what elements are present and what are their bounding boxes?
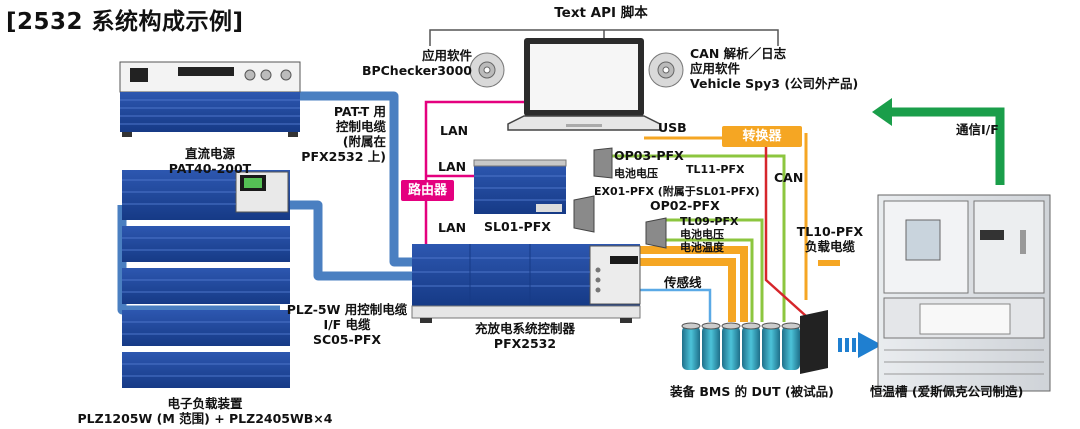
green-cables — [608, 154, 786, 322]
ex01-label: EX01-PFX (附属于SL01-PFX) — [594, 185, 760, 198]
cd-icon-right — [648, 52, 684, 88]
electronic-load-stack — [122, 170, 290, 388]
dut-battery-pack — [681, 310, 828, 374]
converter-badge: 转换器 — [722, 126, 802, 147]
text-api-bracket — [429, 29, 779, 46]
thermal-chamber — [877, 194, 1051, 392]
cd-icon-left — [469, 52, 505, 88]
load-cables — [640, 246, 748, 322]
comm-if-label: 通信I/F — [956, 122, 999, 137]
tl10-label: TL10-PFX 负载电缆 — [796, 224, 864, 254]
sense-label: 传感线 — [664, 275, 702, 290]
dc-power-supply — [119, 61, 301, 137]
software-left-label: 应用软件 BPChecker3000 — [361, 48, 472, 78]
sense-cable — [640, 288, 712, 322]
lan-label-3: LAN — [438, 220, 467, 235]
dut-label: 装备 BMS 的 DUT (被试品) — [670, 384, 834, 399]
op03-module — [593, 147, 613, 179]
plz-cable-label: PLZ-5W 用控制电缆 I/F 电缆 SC05-PFX — [286, 302, 408, 347]
electronic-load-label: 电子负载装置 PLZ1205W (M 范围) + PLZ2405WB×4 — [77, 396, 333, 426]
battery-voltage-1-label: 电池电压 — [614, 167, 658, 180]
pfx2532-controller — [411, 244, 641, 323]
pat-cable-label: PAT-T 用 控制电缆 (附属在 PFX2532 上) — [301, 104, 386, 164]
sl01-label: SL01-PFX — [484, 219, 551, 234]
chamber-label: 恒温槽 (爱斯佩克公司制造) — [870, 384, 1024, 399]
op03-label: OP03-PFX — [614, 148, 684, 163]
can-label: CAN — [774, 170, 804, 185]
orange-cables — [644, 133, 808, 300]
usb-label: USB — [658, 120, 687, 135]
tl10-line-sample — [818, 260, 840, 266]
op02-module — [645, 217, 667, 249]
ex01-module — [573, 195, 595, 233]
page-title: [2532 系统构成示例] — [6, 9, 244, 35]
controller-label: 充放电系统控制器 PFX2532 — [474, 321, 575, 351]
lan-label-1: LAN — [440, 123, 469, 138]
dc-power-label: 直流电源 PAT40-200T — [168, 146, 252, 176]
green-arrow-head — [872, 98, 892, 126]
router-badge: 路由器 — [401, 180, 455, 201]
tl09-group: TL09-PFX 电池电压 电池温度 — [680, 215, 739, 254]
software-right-label: CAN 解析／日志 应用软件 Vehicle Spy3 (公司外产品) — [690, 46, 859, 91]
blue-arrow — [838, 332, 882, 358]
laptop-icon — [507, 38, 661, 131]
green-arrow — [888, 107, 1005, 185]
op02-label: OP02-PFX — [650, 198, 720, 213]
sl01-unit — [473, 159, 567, 214]
can-cable — [764, 130, 807, 317]
lan-label-2: LAN — [438, 159, 467, 174]
text-api-label: Text API 脚本 — [554, 5, 648, 21]
tl11-label: TL11-PFX — [686, 163, 745, 176]
